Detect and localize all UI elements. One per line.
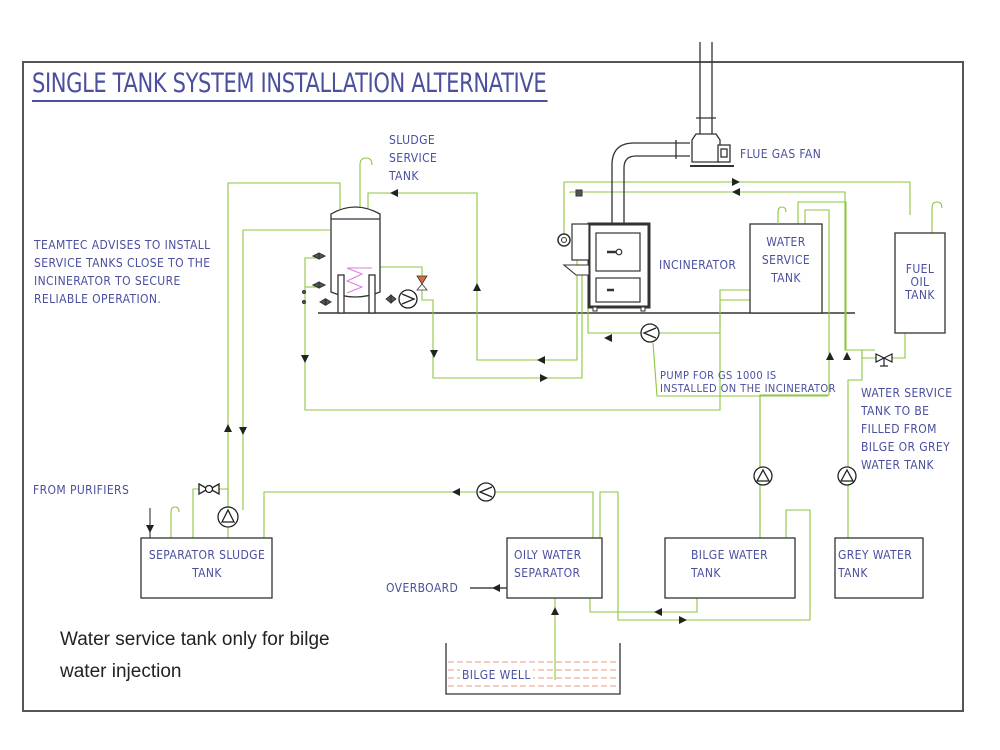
water-service-tank-box [749, 223, 823, 314]
arrow [732, 178, 740, 186]
pipe-circulation [352, 266, 583, 379]
label-incinerator: INCINERATOR [659, 258, 737, 272]
label-water-fill-note: WATER SERVICE TANK TO BE FILLED FROM BIL… [861, 386, 953, 472]
pipes [149, 157, 943, 680]
pipe-sludge-drain [304, 257, 750, 411]
label-from-purifiers: FROM PURIFIERS [33, 483, 130, 497]
arrow [654, 608, 662, 616]
valve-icon [311, 252, 327, 260]
arrow [390, 189, 398, 197]
fuel-oil-tank-box [894, 232, 946, 334]
pipe-sludge-return-inner [242, 229, 330, 510]
arrow [604, 334, 612, 342]
pipe-gs1000-sensor [652, 342, 828, 397]
page-title: SINGLE TANK SYSTEM INSTALLATION ALTERNAT… [32, 68, 548, 102]
label-bilge-water-tank: BILGE WATER TANK [691, 548, 768, 580]
sludge-service-tank [330, 206, 381, 314]
label-sludge-service-tank: SLUDGE SERVICE TANK [389, 133, 438, 183]
label-separator-sludge-tank: SEPARATOR SLUDGE TANK [148, 548, 266, 580]
grey-water-pump [837, 466, 857, 486]
flue-gas-fan [690, 133, 734, 167]
sludge-tank-valves [302, 252, 332, 306]
footnote: Water service tank only for bilge water … [60, 629, 330, 682]
label-water-service-tank: WATER SERVICE TANK [761, 235, 811, 285]
oily-water-separator-box [506, 537, 603, 599]
arrow [146, 525, 154, 533]
flow-arrows [146, 178, 851, 624]
heating-coil [345, 267, 364, 294]
label-overboard: OVERBOARD [386, 581, 459, 595]
pipe-incinerator-top-2 [569, 191, 875, 351]
pipe-fuel-vent [931, 201, 943, 233]
sludge-circulation-pump [385, 289, 418, 309]
separator-sludge-valve [198, 482, 220, 496]
arrow [537, 356, 545, 364]
arrow [679, 616, 687, 624]
drawing-frame [22, 61, 964, 712]
label-flue-gas-fan: FLUE GAS FAN [740, 147, 822, 161]
pipe-ows-bilge-2 [599, 491, 811, 621]
grey-water-tank-box [834, 537, 924, 599]
pipe-sludge-feed [367, 192, 578, 361]
arrow [301, 355, 309, 363]
valve-icon [319, 298, 332, 306]
arrow [239, 427, 247, 435]
arrow [473, 283, 481, 291]
arrow [430, 350, 438, 358]
label-advice: TEAMTEC ADVISES TO INSTALL SERVICE TANKS… [34, 238, 211, 306]
pipe-grey [847, 350, 863, 540]
arrow [224, 424, 232, 432]
pipe-ows-bilge-1 [589, 598, 698, 613]
arrow [843, 352, 851, 360]
label-grey-water-tank: GREY WATER TANK [838, 548, 913, 580]
incinerator-unit [557, 189, 651, 312]
valve-icon [311, 281, 327, 289]
fuel-oil-valve [875, 353, 893, 367]
pipe-sep-vent-hook [170, 506, 180, 538]
arrow [551, 607, 559, 615]
separator-sludge-tank-box [140, 537, 273, 599]
separator-sludge-pump [217, 506, 239, 528]
flue-gas-duct [611, 42, 716, 224]
arrow [826, 352, 834, 360]
label-fuel-oil-tank: FUEL OIL TANK [905, 262, 935, 302]
oily-water-pump [476, 482, 496, 502]
arrow [732, 188, 740, 196]
pipe-sludge-vent [359, 157, 373, 212]
label-bilge-well: BILGE WELL [460, 666, 533, 684]
bilge-water-tank-box [664, 537, 796, 599]
pipe-sludge-return-outer [227, 182, 341, 510]
label-oily-water-separator: OILY WATER SEPARATOR [514, 548, 582, 580]
arrow [540, 374, 548, 382]
pipe-sep-right [263, 491, 594, 538]
pipe-wst-1 [797, 201, 847, 350]
label-pump-note: PUMP FOR GS 1000 IS INSTALLED ON THE INC… [660, 369, 836, 395]
gs1000-pump [640, 323, 660, 343]
relief-valve-icon [416, 275, 428, 285]
bilge-water-pump [753, 466, 773, 486]
arrow [452, 488, 460, 496]
pipe-gs1000 [587, 270, 750, 334]
